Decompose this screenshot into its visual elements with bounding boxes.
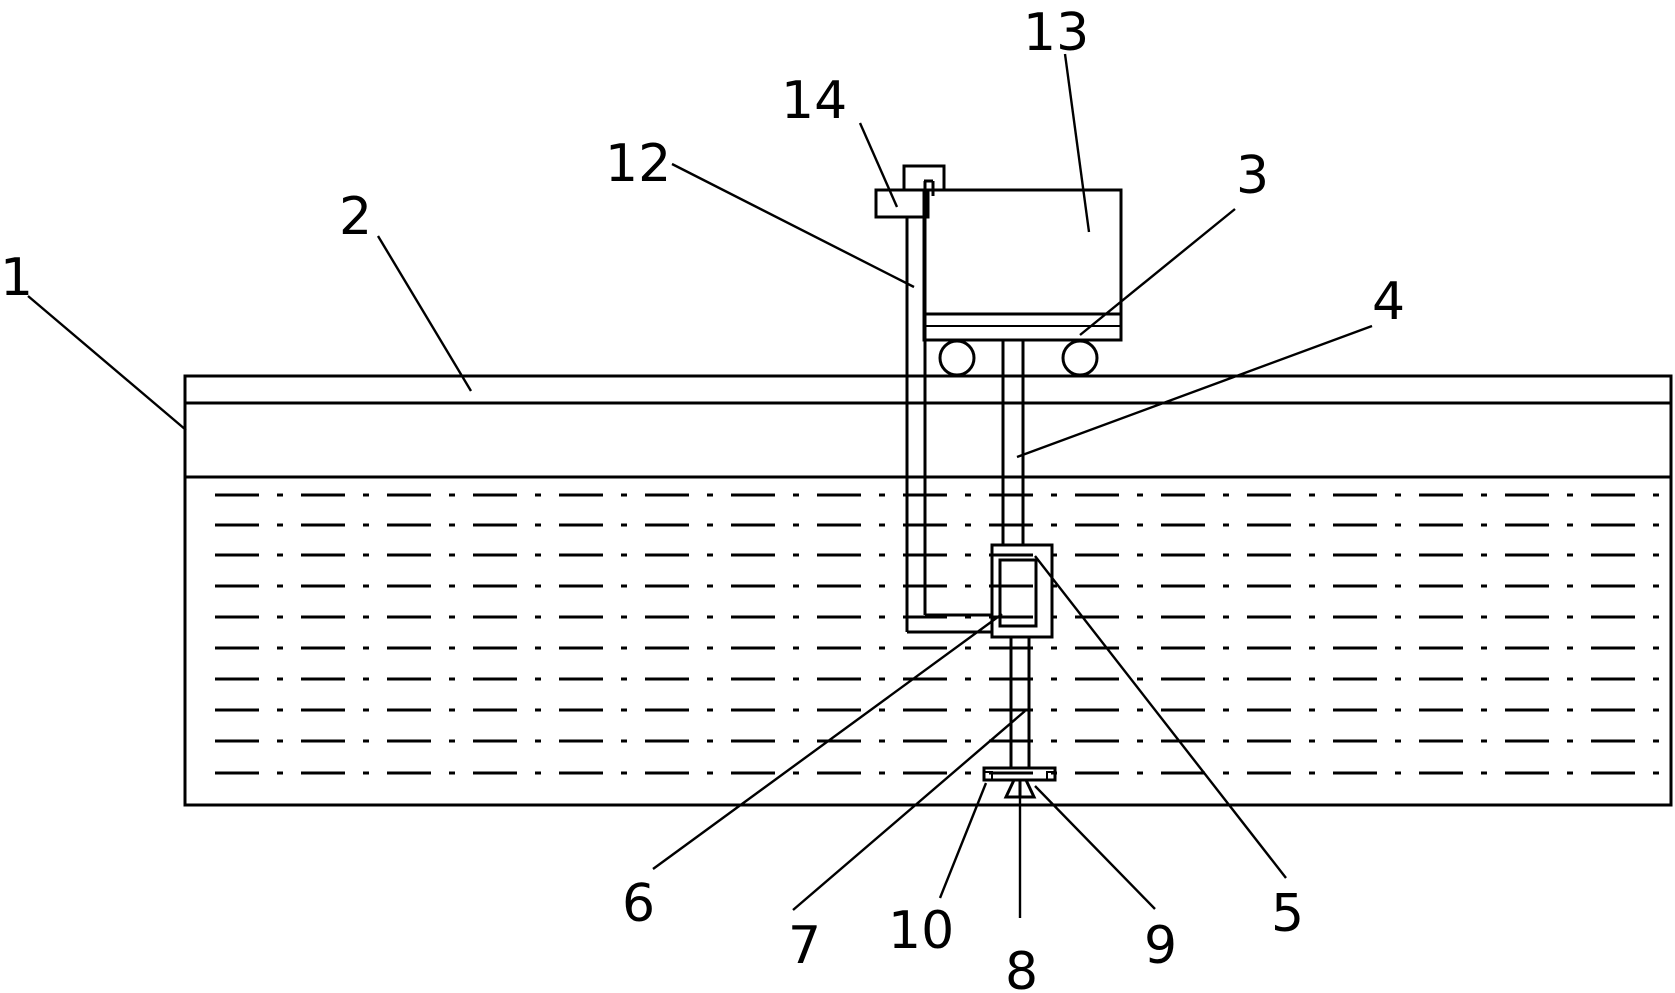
label-13: 13 (1023, 3, 1089, 63)
water-lines (215, 493, 1666, 775)
housing (990, 543, 1054, 639)
cable (905, 181, 992, 634)
leader-lines (27, 53, 1373, 918)
label-8: 8 (1005, 942, 1038, 993)
lower-shaft (1009, 637, 1031, 768)
stem (1003, 778, 1037, 799)
label-10: 10 (888, 901, 954, 961)
pit-body (183, 374, 1673, 807)
label-1: 1 (0, 248, 33, 308)
label-5: 5 (1271, 884, 1304, 944)
nozzle-left (983, 771, 993, 781)
label-4: 4 (1372, 272, 1405, 332)
upper-rod (1001, 340, 1025, 545)
label-9: 9 (1144, 916, 1177, 976)
control-box (922, 188, 1123, 342)
switch (874, 164, 946, 219)
label-12: 12 (605, 134, 671, 194)
motor (998, 558, 1038, 628)
wheel-left (938, 339, 976, 377)
label-3: 3 (1236, 146, 1269, 206)
label-7: 7 (788, 916, 821, 976)
nozzle-right (1046, 771, 1056, 781)
label-6: 6 (622, 874, 655, 934)
wheel-right (1061, 339, 1099, 377)
label-14: 14 (781, 71, 847, 131)
label-2: 2 (339, 187, 372, 247)
